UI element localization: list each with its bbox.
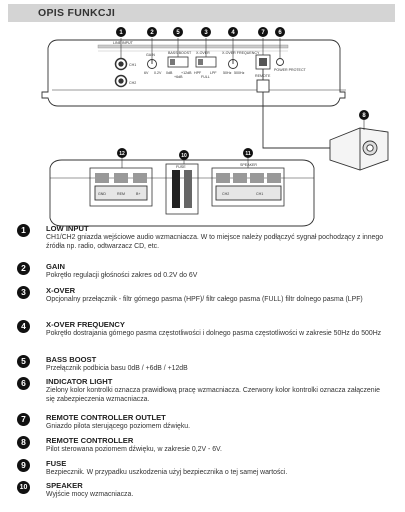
item-title: REMOTE CONTROLLER [46,436,134,445]
label-freq-min: 50Hz [223,71,232,75]
callout-7 [258,27,268,37]
callout-4 [228,27,238,37]
callout-3-label: 3 [204,30,208,36]
item-description: Zielony kolor kontrolki oznacza prawidło… [46,387,380,404]
label-xover: X-OVER [196,51,210,55]
label-gain: GAIN [146,53,155,57]
item-title: X-OVER FREQUENCY [46,320,125,329]
callout-2-label: 2 [150,30,154,36]
item-description: Przełącznik podbicia basu 0dB / +6dB / +… [46,365,188,372]
label-remote: REMOTE [255,74,271,78]
callout-12-label: 12 [119,151,125,157]
label-ch1: CH1 [129,63,136,67]
label-freq-max: 500Hz [234,71,245,75]
label-bass-boost: BASS BOOST [168,51,192,55]
label-speaker: SPEAKER [240,163,257,167]
item-description: Bezpiecznik. W przypadku uszkodzenia uży… [46,469,288,476]
label-full: FULL [201,75,210,79]
label-gnd: GND [98,192,106,196]
item-description: Pokrętło dostrajania górnego pasma częst… [46,330,382,337]
callout-4-label: 4 [231,30,235,36]
item-description: Pilot sterowana poziomem dźwięku, w zakr… [46,446,222,453]
callout-6-label: 6 [278,30,282,36]
callout-10 [179,150,189,160]
label-rem: REM [117,192,125,196]
item-title: GAIN [46,262,65,271]
list-item: 2 GAIN Pokrętło regulacji głośności zakr… [17,262,386,280]
list-item: 1 LOW INPUT CH1/CH2 gniazda wejściowe au… [17,224,386,251]
callout-10-label: 10 [181,153,187,159]
item-description: Pokrętło regulacji głośności zakres od 0… [46,272,198,279]
callout-6 [275,27,285,37]
label-gain-max: 0.2V [154,71,162,75]
item-number-badge: 3 [17,286,30,299]
item-number-badge: 7 [17,413,30,426]
label-spk-ch2: CH2 [222,192,229,196]
callout-8 [359,110,369,120]
callout-11 [243,148,253,158]
list-item: 7 REMOTE CONTROLLER OUTLET Gniazdo pilot… [17,413,386,431]
item-description: Gniazdo pilota sterującego poziomem dźwi… [46,423,191,430]
callout-1-label: 1 [119,30,123,36]
callout-leaders [120,38,365,168]
label-lpf: LPF [210,71,217,75]
item-title: INDICATOR LIGHT [46,377,113,386]
label-spk-ch1: CH1 [256,192,263,196]
label-line-input: LINE INPUT [113,41,134,45]
item-title: BASS BOOST [46,355,97,364]
item-number-badge: 6 [17,377,30,390]
item-description: Wyjście mocy wzmacniacza. [46,491,134,498]
item-number-badge: 4 [17,320,30,333]
list-item: 8 REMOTE CONTROLLER Pilot sterowana pozi… [17,436,386,454]
list-item: 6 INDICATOR LIGHT Zielony kolor kontrolk… [17,377,386,404]
remote-controller-art [256,69,389,171]
item-number-badge: 9 [17,459,30,472]
callout-1 [116,27,126,37]
callout-3 [201,27,211,37]
list-item: 3 X-OVER Opcjonalny przełącznik - filtr … [17,286,386,304]
label-xover-freq: X-OVER FREQUENCY [222,51,260,55]
item-title: REMOTE CONTROLLER OUTLET [46,413,166,422]
item-title: SPEAKER [46,481,83,490]
label-bass-6: +6dB [174,75,183,79]
callout-7-label: 7 [261,30,265,36]
callout-5-label: 5 [176,30,180,36]
list-item: 4 X-OVER FREQUENCY Pokrętło dostrajania … [17,320,386,338]
label-bplus: B+ [136,192,141,196]
item-number-badge: 1 [17,224,30,237]
callout-2 [147,27,157,37]
item-title: LOW INPUT [46,224,89,233]
callouts: 1 2 5 3 4 7 6 8 12 10 11 [116,27,369,160]
list-item: 9 FUSE Bezpiecznik. W przypadku uszkodze… [17,459,386,477]
item-title: FUSE [46,459,67,468]
section-header: OPIS FUNKCJI [8,4,395,22]
label-fuse: FUSE [176,165,186,169]
label-power-protect: POWER PROTECT [274,68,307,72]
item-description: Opcjonalny przełącznik - filtr górnego p… [46,296,363,303]
callout-5 [173,27,183,37]
callout-12 [117,148,127,158]
section-title: OPIS FUNKCJI [38,7,116,19]
bottom-panel [49,159,315,227]
item-number-badge: 10 [17,481,30,494]
label-bass-12: +12dB [181,71,192,75]
callout-11-label: 11 [245,151,251,157]
item-description: CH1/CH2 gniazda wejściowe audio wzmacnia… [46,234,384,251]
item-number-badge: 5 [17,355,30,368]
label-hpf: HPF [194,71,202,75]
callout-8-label: 8 [362,113,366,119]
list-item: 10 SPEAKER Wyjście mocy wzmacniacza. [17,481,386,499]
label-gain-min: 6V [144,71,149,75]
label-ch2: CH2 [129,81,136,85]
item-title: X-OVER [46,286,76,295]
item-number-badge: 2 [17,262,30,275]
item-number-badge: 8 [17,436,30,449]
list-item: 5 BASS BOOST Przełącznik podbicia basu 0… [17,355,386,373]
label-bass-0: 0dB [166,71,173,75]
top-panel [41,39,346,107]
